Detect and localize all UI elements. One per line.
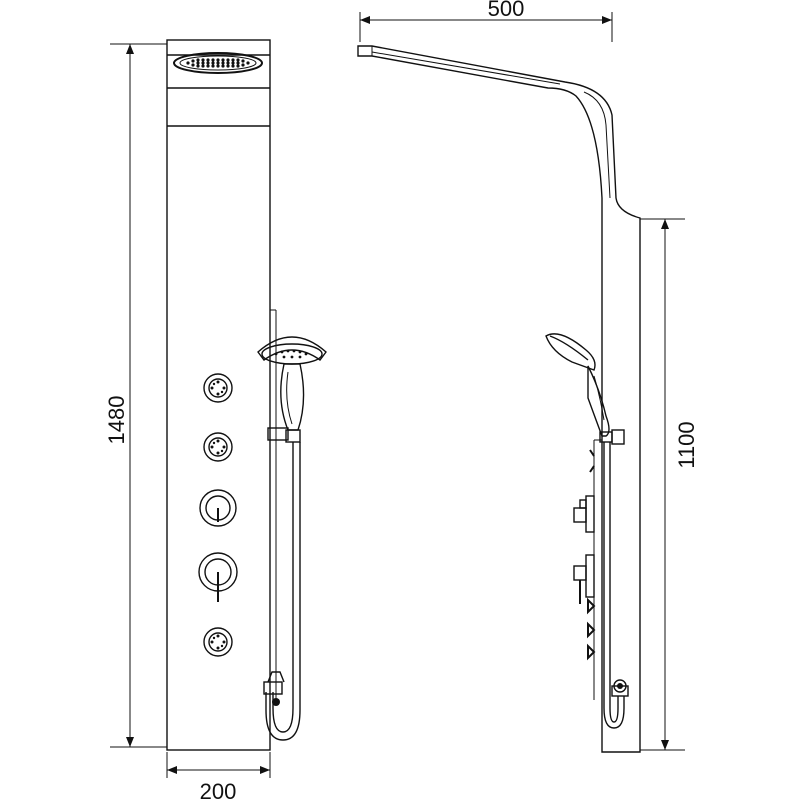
side-jet-icon — [587, 449, 596, 661]
body-jet-icon — [203, 432, 233, 462]
dimension-label-200: 200 — [200, 779, 237, 800]
dimension-label-1100: 1100 — [674, 421, 699, 468]
dimension-front-width: 200 — [166, 752, 271, 800]
hand-shower-icon — [257, 336, 327, 443]
side-view: 500 1100 — [357, 0, 699, 753]
side-arm-profile — [357, 45, 641, 753]
side-mixer-valve-icon — [573, 554, 595, 604]
dimension-side-depth: 500 — [359, 0, 613, 42]
hose-connector-icon — [263, 671, 285, 706]
rain-shower-head-icon — [173, 52, 263, 74]
side-diverter-icon — [573, 495, 595, 533]
dimension-side-height: 1100 — [640, 218, 699, 751]
dimension-label-1480: 1480 — [104, 396, 129, 445]
side-hose-connector-icon — [611, 679, 629, 697]
diverter-knob-icon — [199, 489, 237, 527]
dimension-label-500: 500 — [488, 0, 525, 21]
side-hand-shower-icon — [545, 333, 625, 445]
mixer-valve-icon — [198, 552, 238, 602]
front-panel-body — [166, 39, 271, 751]
front-view: 1480 200 — [104, 39, 327, 800]
body-jet-icon — [203, 627, 233, 657]
dimension-front-height: 1480 — [104, 43, 167, 748]
body-jet-icon — [203, 373, 233, 403]
